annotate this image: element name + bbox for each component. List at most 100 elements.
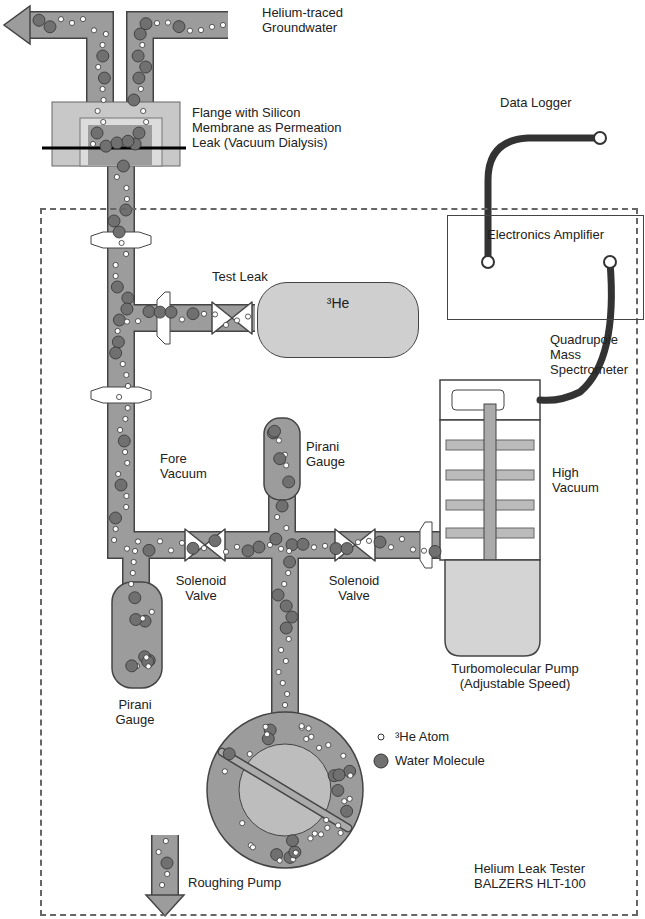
helium-atom-dot xyxy=(322,543,327,548)
helium-atom-dot xyxy=(347,796,352,801)
helium-atom-dot xyxy=(250,845,255,850)
helium-atom-dot xyxy=(388,545,393,550)
helium-atom-dot xyxy=(113,526,118,531)
helium-atom-dot xyxy=(234,544,239,549)
helium-atom-dot xyxy=(198,27,203,32)
helium-atom-dot xyxy=(338,830,343,835)
water-molecule-dot xyxy=(121,303,133,315)
water-molecule-dot xyxy=(280,622,292,634)
helium-atom-dot xyxy=(132,548,137,553)
water-molecule-dot xyxy=(297,538,309,550)
water-molecule-dot xyxy=(209,535,221,547)
helium-atom-dot xyxy=(140,616,145,621)
node-text: Helium Leak Tester BALZERS HLT-100 xyxy=(474,862,624,892)
helium-atom-dot xyxy=(179,317,184,322)
water-molecule-dot xyxy=(122,135,134,147)
helium-atom-dot xyxy=(280,680,285,685)
helium-atom-dot xyxy=(123,416,128,421)
legend-dot xyxy=(378,734,384,740)
helium-atom-dot xyxy=(135,319,140,324)
solenoid-valve-label: Solenoid Valve xyxy=(165,574,237,604)
water-molecule-dot xyxy=(154,306,166,318)
helium-bottle: ³He xyxy=(257,282,419,358)
helium-atom-dot xyxy=(168,548,173,553)
pipe-outline xyxy=(271,545,299,715)
pipe-interior xyxy=(121,160,442,545)
roughing-pump-label: Roughing Pump xyxy=(188,876,308,891)
water-molecule-dot xyxy=(120,204,132,216)
helium-atom-dot xyxy=(312,831,317,836)
helium-atom-dot xyxy=(285,691,290,696)
helium-atom-dot xyxy=(124,546,129,551)
water-molecule-dot xyxy=(110,347,122,359)
helium-atom-dot xyxy=(286,548,291,553)
flange-label: Flange with Silicon Membrane as Permeati… xyxy=(192,106,342,151)
helium-atom-dot xyxy=(220,22,225,27)
water-molecule-dot xyxy=(280,600,292,612)
helium-atom-dot xyxy=(91,28,96,33)
water-molecule-dot xyxy=(97,50,109,62)
water-molecule-dot xyxy=(128,94,140,106)
helium-atom-dot xyxy=(326,742,331,747)
helium-atom-dot xyxy=(284,525,289,530)
helium-atom-dot xyxy=(342,799,347,804)
helium-atom-dot xyxy=(209,24,214,29)
helium-atom-dot xyxy=(116,471,121,476)
water-molecule-dot xyxy=(33,14,45,26)
helium-atom-dot xyxy=(159,882,164,887)
node-text: ³He xyxy=(258,283,418,311)
water-molecule-dot xyxy=(133,72,145,84)
helium-atom-dot xyxy=(278,546,283,551)
helium-atom-dot xyxy=(165,20,170,25)
helium-atom-dot xyxy=(163,838,168,843)
pipe-clamp xyxy=(420,522,432,568)
data-logger-cable xyxy=(488,138,600,262)
water-molecule-dot xyxy=(143,306,155,318)
helium-atom-dot xyxy=(100,86,105,91)
test-leak-label: Test Leak xyxy=(212,270,292,285)
water-molecule-dot xyxy=(286,611,298,623)
helium-atom-dot xyxy=(124,319,129,324)
helium-atom-dot xyxy=(309,734,314,739)
helium-atom-dot xyxy=(130,570,135,575)
test-leak-valve xyxy=(212,302,252,334)
pipe-outline xyxy=(121,160,442,545)
exhaust-arrowhead xyxy=(146,895,184,916)
water-molecule-dot xyxy=(341,805,353,817)
legend-dot xyxy=(374,754,388,768)
helium-atom-dot xyxy=(124,185,129,190)
helium-atom-dot xyxy=(122,449,127,454)
helium-atom-dot xyxy=(149,609,154,614)
water-molecule-dot xyxy=(272,589,284,601)
water-molecule-dot xyxy=(108,215,120,227)
helium-atom-dot xyxy=(234,318,239,323)
amplifier-box: Electronics Amplifier xyxy=(447,215,644,320)
helium-atom-dot xyxy=(95,108,100,113)
water-molecule-dot xyxy=(344,765,356,777)
pipe-interior xyxy=(270,495,295,545)
water-molecule-dot xyxy=(140,18,152,30)
helium-atom-dot xyxy=(101,97,106,102)
legend-sample xyxy=(372,752,390,770)
water-molecule-dot xyxy=(129,592,141,604)
water-molecule-dot xyxy=(165,306,177,318)
cable-terminal xyxy=(482,256,494,268)
helium-atom-dot xyxy=(129,581,134,586)
helium-atom-dot xyxy=(336,823,341,828)
helium-atom-dot xyxy=(154,21,159,26)
pipe-interior xyxy=(153,835,178,895)
helium-atom-dot xyxy=(112,537,117,542)
water-molecule-dot xyxy=(253,541,265,553)
water-molecule-dot xyxy=(270,533,282,545)
water-molecule-dot xyxy=(173,21,185,33)
data-logger-label: Data Logger xyxy=(500,96,600,111)
helium-atom-dot xyxy=(316,745,321,750)
helium-atom-dot xyxy=(284,463,289,468)
water-molecule-dot xyxy=(276,500,288,512)
water-molecule-dot xyxy=(100,140,112,152)
helium-atom-dot xyxy=(410,547,415,552)
helium-atom-dot xyxy=(156,849,161,854)
helium-atom-dot xyxy=(140,42,145,47)
flange-body xyxy=(52,102,180,166)
